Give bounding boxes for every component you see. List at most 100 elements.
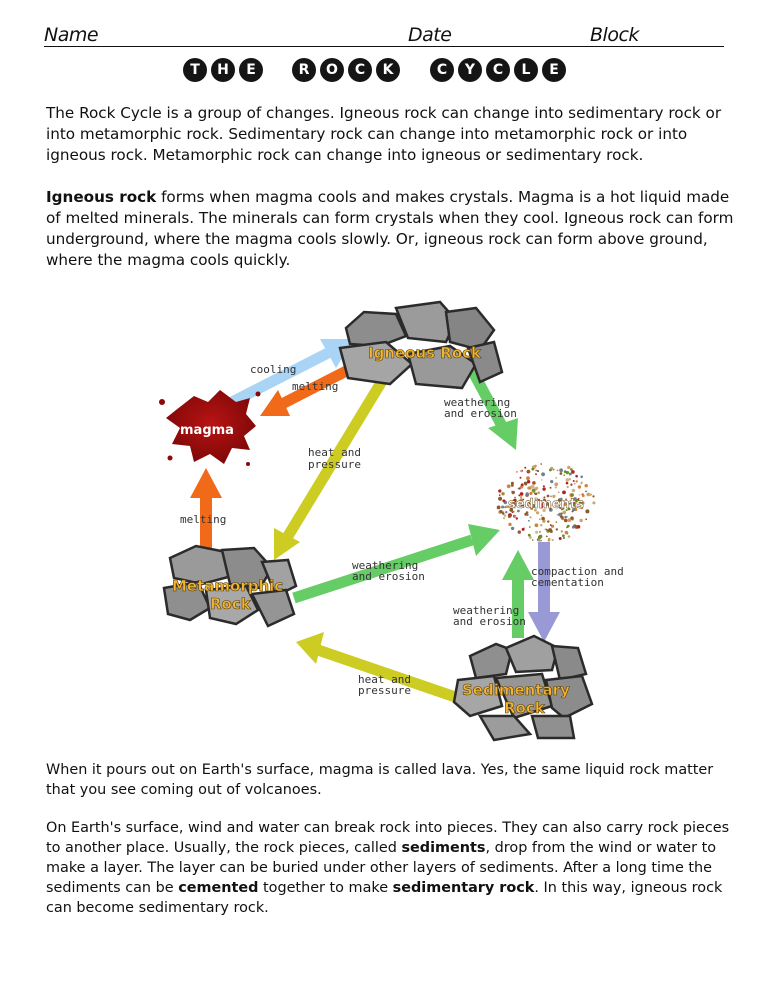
title-letter: T: [183, 58, 207, 82]
sediment-speck: [534, 508, 537, 512]
sediment-speck: [523, 481, 528, 486]
sediment-speck: [557, 491, 560, 494]
sediment-speck: [542, 508, 546, 513]
sediment-speck: [511, 511, 514, 514]
sediment-speck: [550, 495, 552, 498]
sedimentary-rock-pile: [452, 634, 594, 742]
sediment-speck: [508, 502, 511, 505]
sediment-speck: [540, 479, 543, 481]
sediment-speck: [540, 502, 543, 506]
sediment-speck: [531, 467, 535, 471]
sediment-speck: [565, 509, 568, 512]
sediment-speck: [581, 494, 585, 498]
sediment-text-4: . In this way, igneous rock can become s…: [46, 880, 723, 916]
sediment-speck: [592, 495, 595, 498]
sediment-speck: [525, 492, 529, 496]
sediment-speck: [559, 507, 562, 509]
block-label: Block: [590, 24, 639, 46]
sediment-speck: [555, 521, 558, 523]
sediment-speck: [592, 501, 596, 505]
magma-blob: [159, 390, 261, 466]
sediment-speck: [576, 525, 581, 529]
sediment-speck: [573, 482, 576, 485]
sediment-speck: [505, 505, 509, 509]
sediment-speck: [554, 482, 559, 487]
sediment-speck: [569, 502, 571, 505]
sediment-speck: [517, 509, 520, 513]
sediment-speck: [498, 489, 502, 493]
sediment-speck: [501, 505, 505, 509]
compaction-label-2: cementation: [531, 576, 604, 589]
sediment-speck: [565, 471, 569, 475]
sediment-speck: [510, 526, 515, 531]
sediment-speck: [533, 505, 536, 508]
sediment-speck: [510, 484, 514, 487]
sediment-speck: [570, 493, 574, 497]
melting-top-label: melting: [292, 380, 338, 393]
sediment-speck: [526, 480, 531, 484]
sediment-speck: [541, 505, 544, 508]
sediment-speck: [540, 524, 543, 527]
weathering-top-label-2: and erosion: [444, 407, 517, 420]
title-letter: H: [211, 58, 235, 82]
sediment-speck: [543, 496, 546, 499]
sediment-speck: [509, 505, 513, 509]
melting-left-label: melting: [180, 513, 226, 526]
sediment-speck: [526, 469, 531, 474]
sediment-speck: [552, 468, 555, 471]
igneous-label: Igneous Rock: [368, 344, 482, 362]
sediment-speck: [562, 534, 565, 538]
sediment-speck: [585, 518, 588, 521]
sediment-speck: [570, 483, 573, 486]
sediment-speck: [543, 498, 546, 502]
sediment-speck: [505, 511, 508, 514]
sediment-speck: [507, 514, 512, 518]
sediment-speck: [519, 498, 524, 503]
sediment-speck: [528, 519, 530, 522]
sediment-speck: [534, 523, 539, 528]
sediment-speck: [545, 528, 548, 531]
sediment-speck: [565, 478, 570, 482]
sediment-speck: [549, 486, 552, 489]
sediment-speck: [558, 512, 562, 517]
title-letter: O: [320, 58, 344, 82]
sediment-speck: [567, 507, 571, 511]
arrow-weathering-top: [467, 367, 518, 450]
sediments-term: sediments: [401, 840, 486, 856]
title-letter: E: [239, 58, 263, 82]
sediment-speck: [537, 498, 541, 502]
sediment-speck: [499, 510, 503, 514]
title-letter: K: [376, 58, 400, 82]
header-rule: [44, 26, 724, 47]
sediment-speck: [577, 498, 580, 500]
igneous-term: Igneous rock: [46, 188, 157, 206]
sediments-label: sediments: [508, 497, 584, 512]
sediment-speck: [566, 526, 568, 529]
sedimentary-label-line1: Sedimentary: [462, 681, 570, 699]
sediment-speck: [538, 530, 541, 533]
sediment-speck: [540, 463, 542, 465]
sediment-speck: [533, 501, 537, 504]
arrow-weathering-mid: [292, 524, 500, 604]
sediment-speck: [516, 471, 518, 473]
metamorphic-label-line2: Rock: [210, 595, 252, 613]
sediment-speck: [547, 503, 552, 507]
sediment-speck: [531, 491, 534, 493]
sediment-speck: [563, 474, 565, 476]
sediment-speck: [562, 490, 566, 495]
sediment-speck: [498, 494, 501, 497]
sediment-speck: [549, 468, 552, 472]
page-title: T H E R O C K C Y C L E: [0, 55, 768, 89]
sediment-speck: [536, 511, 540, 515]
sediment-speck: [581, 501, 585, 505]
arrow-heat-top: [274, 355, 401, 560]
sediment-speck: [547, 539, 550, 542]
sediment-speck: [549, 507, 552, 510]
sediment-speck: [519, 492, 524, 496]
sediment-speck: [520, 502, 524, 506]
title-letter: R: [292, 58, 316, 82]
sediment-speck: [539, 518, 541, 520]
cooling-label: cooling: [250, 363, 296, 376]
sediment-speck: [560, 530, 563, 533]
name-label: Name: [44, 24, 99, 46]
